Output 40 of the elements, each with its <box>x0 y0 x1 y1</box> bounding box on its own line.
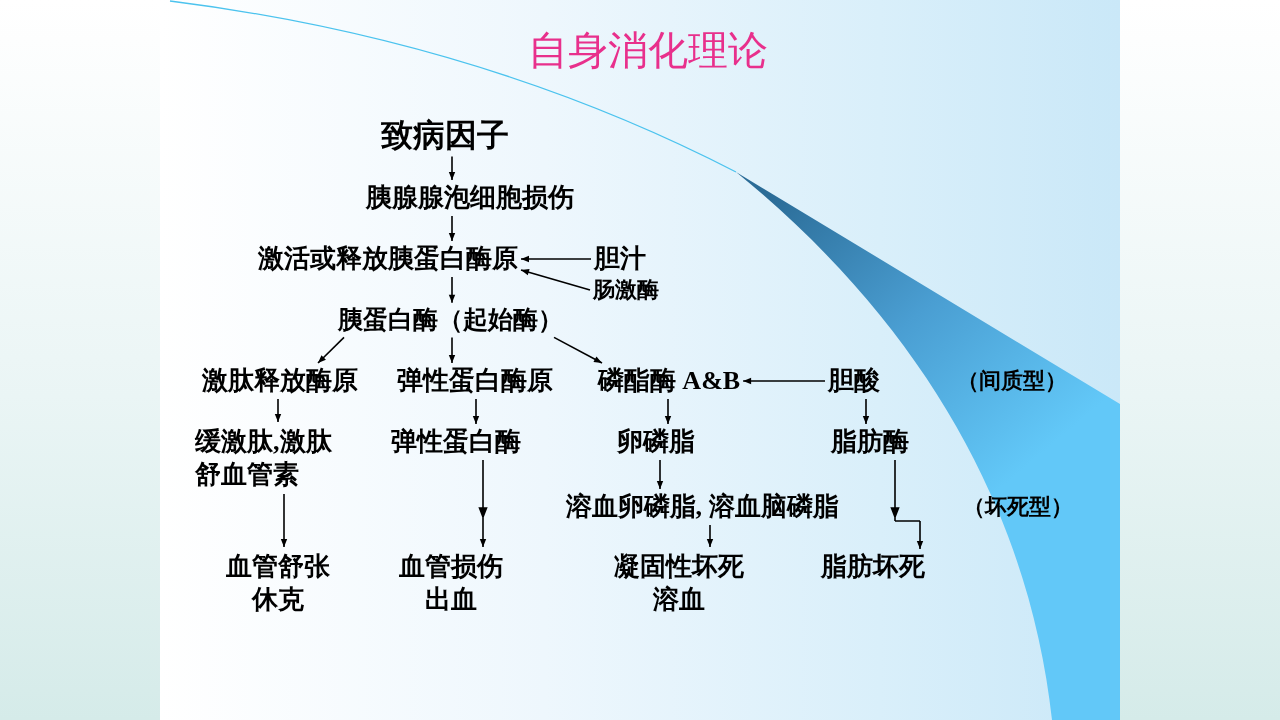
step-label: 激肽释放酶原 <box>202 366 358 396</box>
slide-title: 自身消化理论 <box>528 27 768 73</box>
step-label: 卵磷脂 <box>617 427 695 457</box>
arrow <box>317 336 345 364</box>
arrow <box>448 215 456 242</box>
step-label: 缓激肽,激肽舒血管素 <box>195 425 336 491</box>
step-label: 胆汁 <box>594 244 646 274</box>
arrow <box>478 459 488 548</box>
arrow <box>664 398 672 425</box>
step-label: 激活或释放胰蛋白酶原 <box>258 244 518 274</box>
step-label: 脂肪坏死 <box>821 552 925 582</box>
step-label: 弹性蛋白酶原 <box>397 366 553 396</box>
arrow <box>862 398 870 425</box>
step-label: 血管舒张休克 <box>222 550 334 616</box>
arrow <box>520 255 592 263</box>
step-label: 磷酯酶 A&B <box>597 366 741 396</box>
step-label: 胆酸 <box>828 366 880 396</box>
step-label: 胰蛋白酶（起始酶） <box>337 305 563 335</box>
arrow <box>448 276 456 304</box>
arrow <box>448 336 456 364</box>
arrow <box>520 269 591 291</box>
step-label: 血管损伤出血 <box>395 550 507 616</box>
side-note: （间质型） <box>957 368 1067 394</box>
arrow <box>656 459 664 490</box>
arrow <box>553 336 603 364</box>
step-label: 致病因子 <box>381 116 509 154</box>
arrow <box>890 459 924 550</box>
arrow <box>742 377 826 385</box>
arrow <box>706 524 714 548</box>
step-label: 胰腺腺泡细胞损伤 <box>366 183 574 213</box>
step-label: 溶血卵磷脂, 溶血脑磷脂 <box>565 492 839 522</box>
side-note: （坏死型） <box>963 494 1073 520</box>
step-label: 凝固性坏死溶血 <box>610 550 748 616</box>
arrow <box>274 398 282 423</box>
step-label: 弹性蛋白酶 <box>391 427 521 457</box>
arrow <box>472 398 480 425</box>
arrow <box>280 493 288 548</box>
step-label: 脂肪酶 <box>831 427 909 457</box>
step-label: 肠激酶 <box>593 277 659 303</box>
arrow <box>448 155 456 181</box>
